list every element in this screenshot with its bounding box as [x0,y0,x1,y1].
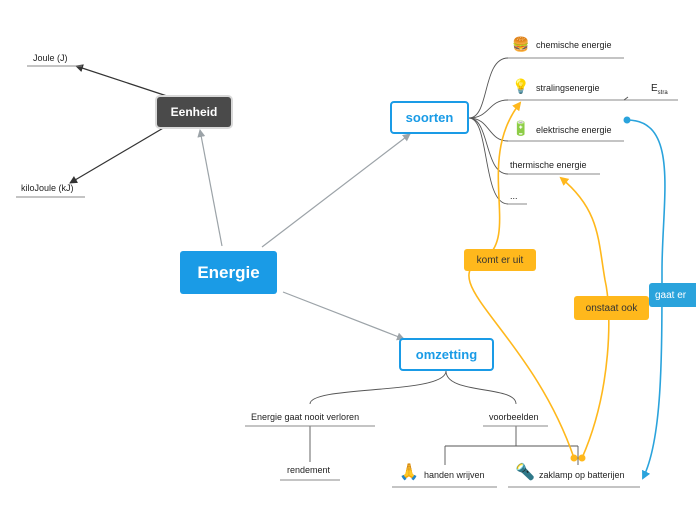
relation-gaat-er-line [626,119,666,480]
subtopic-ellipsis[interactable]: ... [510,191,518,201]
subtopic-elektrische-energie[interactable]: elektrische energie [536,125,612,135]
central-topic-energie[interactable]: Energie [180,251,277,294]
relation-label-gaat-er[interactable]: gaat er [649,283,696,307]
link-eenheid-joule [75,64,171,98]
link-energie-eenheid [197,129,223,247]
subtopic-handen-wrijven[interactable]: handen wrijven [424,470,485,480]
subtopic-estra[interactable]: Estra [651,83,668,96]
burger-icon: 🍔 [512,36,530,52]
relation-label-komt-er-uit[interactable]: komt er uit [464,249,536,271]
subtopic-voorbeelden[interactable]: voorbeelden [489,412,539,422]
estra-main: E [651,83,658,94]
subtopic-energie-gaat-nooit-verloren[interactable]: Energie gaat nooit verloren [251,412,360,422]
battery-icon: 🔋 [512,120,530,136]
praying-hands-icon: 🙏 [399,464,419,481]
subtopic-thermische-energie[interactable]: thermische energie [510,160,587,170]
link-energie-soorten [261,133,411,248]
subtopic-zaklamp-op-batterijen[interactable]: zaklamp op batterijen [539,470,625,480]
link-eenheid-kilojoule [69,126,166,184]
relation-komt-er-uit-line [468,101,575,459]
subtopic-kilojoule[interactable]: kiloJoule (kJ) [21,183,74,193]
topic-eenheid[interactable]: Eenheid [157,97,231,127]
lightbulb-icon: 💡 [512,78,530,94]
link-energie-omzetting [282,291,405,341]
topic-omzetting[interactable]: omzetting [399,338,494,371]
soorten-branches [468,57,509,205]
relation-label-onstaat-ook[interactable]: onstaat ook [574,296,649,320]
subtopic-chemische-energie[interactable]: chemische energie [536,40,612,50]
subtopic-joule[interactable]: Joule (J) [33,53,68,63]
subtopic-rendement[interactable]: rendement [287,465,331,475]
topic-soorten[interactable]: soorten [390,101,469,134]
estra-subscript: stra [657,90,668,96]
flashlight-icon: 🔦 [515,464,535,481]
subtopic-stralingsenergie[interactable]: stralingsenergie [536,83,600,93]
relation-onstaat-ook-line [559,176,610,459]
